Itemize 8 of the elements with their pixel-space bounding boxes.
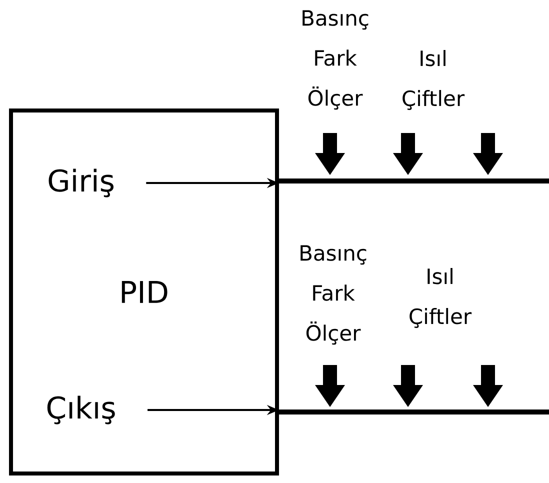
pipe-line bbox=[279, 178, 549, 184]
sensor-label: Basınç Fark Ölçer bbox=[300, 245, 366, 345]
sensor-label: Isıl Çiftler bbox=[410, 268, 472, 328]
input-output-label: Çıkış bbox=[47, 396, 115, 424]
sensor-label: Basınç Fark Ölçer bbox=[302, 10, 368, 110]
sensor-label: Isıl Çiftler bbox=[402, 50, 465, 110]
input-output-label: Giriş bbox=[48, 168, 114, 198]
pipe-line bbox=[279, 410, 549, 414]
